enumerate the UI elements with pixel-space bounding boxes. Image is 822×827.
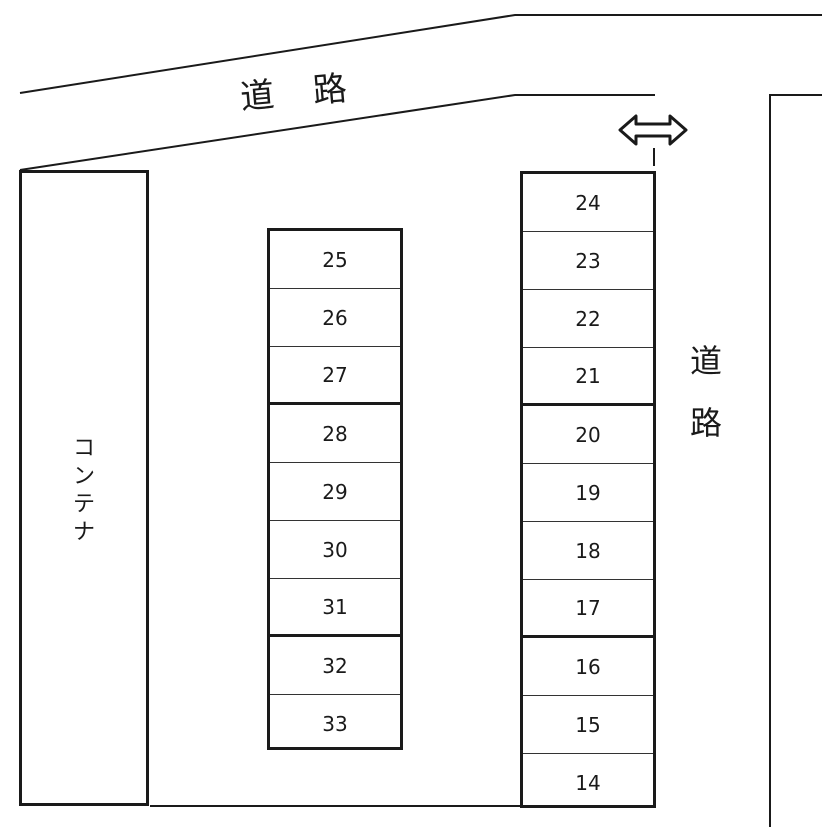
parking-slot[interactable]: 16 [523, 638, 653, 696]
parking-slot[interactable]: 24 [523, 174, 653, 232]
parking-slot[interactable]: 33 [322, 712, 348, 736]
parking-slot[interactable]: 28 [270, 405, 400, 463]
parking-slot[interactable]: 26 [270, 289, 400, 347]
parking-slot[interactable]: 14 [575, 771, 601, 795]
parking-slot[interactable]: 25 [270, 231, 400, 289]
container-char: ナ [72, 520, 95, 545]
parking-slot[interactable]: 15 [523, 696, 653, 754]
parking-slot[interactable]: 27 [270, 347, 400, 405]
parking-slot[interactable]: 19 [523, 464, 653, 522]
container-char: テ [72, 492, 95, 517]
container-label: コ ン テ ナ [69, 435, 99, 547]
container-char: ン [72, 464, 95, 489]
container-char: コ [72, 436, 95, 461]
parking-slot[interactable]: 23 [523, 232, 653, 290]
left-parking-column: 25 26 27 28 29 30 31 32 33 [267, 228, 403, 750]
parking-slot[interactable]: 30 [270, 521, 400, 579]
right-parking-column: 24 23 22 21 20 19 18 17 16 15 14 [520, 171, 656, 808]
parking-slot[interactable]: 29 [270, 463, 400, 521]
parking-slot[interactable]: 21 [523, 348, 653, 406]
right-road-label: 道 路 [686, 330, 726, 454]
parking-slot[interactable]: 18 [523, 522, 653, 580]
right-road-char: 路 [689, 404, 722, 442]
container-block: コ ン テ ナ [19, 170, 149, 806]
parking-slot[interactable]: 22 [523, 290, 653, 348]
parking-slot[interactable]: 31 [270, 579, 400, 637]
parking-slot[interactable]: 17 [523, 580, 653, 638]
parking-slot[interactable]: 32 [270, 637, 400, 695]
right-road-char: 道 [689, 342, 722, 380]
double-arrow-icon [618, 114, 688, 146]
top-road-label: 道 路 [238, 67, 363, 118]
parking-slot[interactable]: 20 [523, 406, 653, 464]
